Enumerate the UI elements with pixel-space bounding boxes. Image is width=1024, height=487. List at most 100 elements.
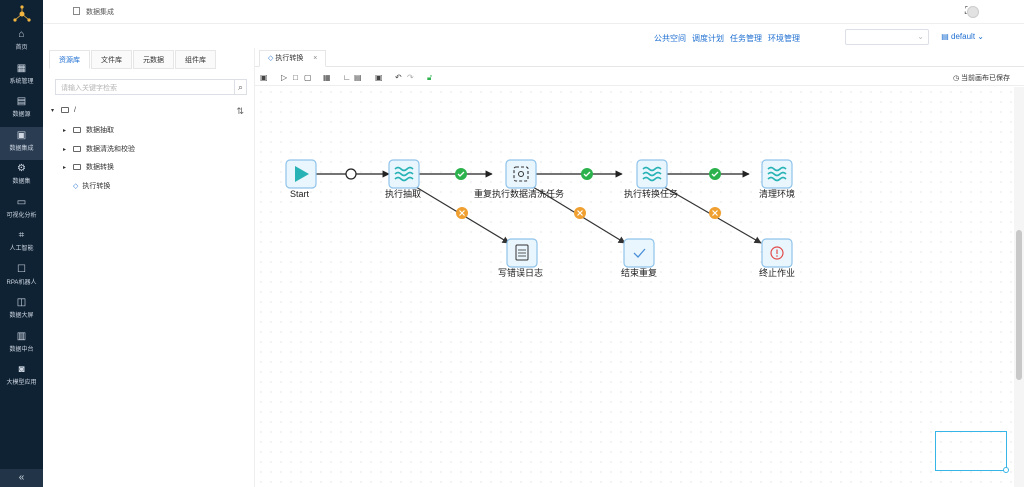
platform-icon: ▥ <box>16 330 27 342</box>
folder-open-icon <box>61 107 69 113</box>
caret-down-icon: ▾ <box>51 108 55 114</box>
nav-item-label: 大模型应用 <box>6 380 37 386</box>
namespace-dropdown[interactable]: ▤ default ⌄ <box>941 32 984 41</box>
nav-item-10[interactable]: ◙ 大模型应用 <box>0 361 43 394</box>
tree-item[interactable]: ▸数据清洗和校验 <box>63 144 135 157</box>
search-input[interactable]: 请输入关键字检索 <box>55 79 235 95</box>
chevron-down-icon: ⌄ <box>917 32 924 41</box>
failure-badge <box>574 207 586 219</box>
minimap[interactable] <box>935 431 1007 471</box>
robot-icon: ☐ <box>17 263 26 275</box>
node-clean[interactable]: 清理环境 <box>759 159 795 199</box>
save-status-text: 当前画布已保存 <box>961 75 1010 82</box>
tree-item[interactable]: ◇执行转换 <box>63 181 110 194</box>
job-icon: ◇ <box>73 182 79 190</box>
nav-item-label: 数据大屏 <box>9 313 34 319</box>
node-repeat[interactable]: 重复执行数据清洗任务 <box>474 159 564 199</box>
breadcrumb: 数据集成 <box>73 7 114 17</box>
environment-select[interactable]: ⌄ <box>845 29 929 45</box>
chevron-down-icon: ⌄ <box>977 32 984 41</box>
success-badge <box>709 168 721 180</box>
close-icon[interactable]: × <box>313 55 318 62</box>
node-end-repeat[interactable]: 结束重复 <box>621 238 657 278</box>
canvas-toolbar: ▣ ▷ □ ▢ ▦ ∟ ▤ ▣ ↶ ↷ 🔓︎ <box>255 70 1024 86</box>
nav-item-1[interactable]: ▦系统管理 <box>0 60 43 93</box>
user-avatar[interactable] <box>967 6 979 18</box>
nav-collapse-button[interactable]: « <box>0 469 43 487</box>
document-icon <box>73 7 80 15</box>
tree-item[interactable]: ▸数据抽取 <box>63 125 114 138</box>
job-icon: ◇ <box>268 55 274 62</box>
log-icon <box>515 244 529 261</box>
scrollbar-thumb[interactable] <box>1016 230 1022 380</box>
breadcrumb-label: 数据集成 <box>86 9 114 16</box>
node-start[interactable]: Start <box>285 159 317 199</box>
screen-icon: ◫ <box>16 297 27 308</box>
align-icon[interactable]: ∟ <box>343 73 351 82</box>
success-badge <box>455 168 467 180</box>
nav-item-label: 数据源 <box>12 112 31 118</box>
dataset-icon: ⚙ <box>17 163 26 174</box>
ai-icon: ⌗ <box>18 230 25 241</box>
panel-tab-2[interactable]: 元数据 <box>133 50 174 69</box>
tab-canvas[interactable]: ◇ 执行转换 × <box>259 50 327 67</box>
node-clean-label: 清理环境 <box>759 188 795 199</box>
nav-item-9[interactable]: ▥数据中台 <box>0 328 43 361</box>
calendar-icon: ▤ <box>941 32 949 41</box>
tree-item-label: 执行转换 <box>82 182 111 190</box>
success-badge <box>581 168 593 180</box>
database-icon: ▤ <box>16 96 27 107</box>
grid-icon[interactable]: ▦ <box>323 73 331 82</box>
layout-icon[interactable]: ▤ <box>354 73 362 82</box>
model-icon: ◙ <box>18 364 25 375</box>
quick-link-2[interactable]: 任务管理 <box>730 34 762 43</box>
nav-item-0[interactable]: ⌂首页 <box>0 26 43 59</box>
redo-icon[interactable]: ↷ <box>407 73 414 82</box>
nav-item-6[interactable]: ⌗ 人工智能 <box>0 227 43 260</box>
tree-item-label: 数据转换 <box>86 164 114 171</box>
tree-item-label: 数据抽取 <box>86 127 114 134</box>
nav-item-3[interactable]: ▣数据集成 <box>0 126 43 160</box>
quick-links: 公共空间调度计划任务管理环境管理 <box>648 33 800 44</box>
nav-item-4[interactable]: ⚙数据集 <box>0 160 43 193</box>
save-icon[interactable]: ▣ <box>260 73 268 82</box>
nav-item-7[interactable]: ☐ RPA机器人 <box>0 261 43 294</box>
top-header: 数据集成 ⛶ <box>43 0 1024 24</box>
folder-icon <box>73 127 81 133</box>
canvas-tabs: ◇ 执行转换 × <box>255 48 1024 67</box>
run-icon[interactable]: ▷ <box>281 73 288 82</box>
panel-tab-0[interactable]: 资源库 <box>49 50 90 69</box>
nav-item-5[interactable]: ▭可视化分析 <box>0 194 43 227</box>
tree-item[interactable]: ▸数据转换 <box>63 162 114 175</box>
node-abort[interactable]: 终止作业 <box>759 238 795 278</box>
preview-icon[interactable]: ▢ <box>304 73 312 82</box>
lock-icon[interactable]: 🔓︎ <box>427 73 433 82</box>
stop-icon[interactable]: □ <box>293 73 298 82</box>
nav-item-label: 人工智能 <box>9 246 34 252</box>
nav-item-label: 系统管理 <box>9 78 34 85</box>
nav-item-8[interactable]: ◫ 数据大屏 <box>0 294 43 327</box>
quick-link-0[interactable]: 公共空间 <box>654 34 686 43</box>
undo-icon[interactable]: ↶ <box>395 73 402 82</box>
image-icon[interactable]: ▣ <box>375 73 383 82</box>
quick-link-3[interactable]: 环境管理 <box>768 34 800 43</box>
node-log-label: 写错误日志 <box>498 267 543 278</box>
tree-root[interactable]: ▾/ <box>51 107 76 120</box>
sort-icon[interactable]: ⇅ <box>236 106 244 116</box>
panel-tab-3[interactable]: 组件库 <box>175 50 216 69</box>
save-status: ◷ 当前画布已保存 <box>953 73 1010 83</box>
node-extract[interactable]: 执行抽取 <box>385 159 421 199</box>
node-extract-label: 执行抽取 <box>385 188 421 199</box>
check-icon <box>633 248 646 258</box>
node-log[interactable]: 写错误日志 <box>498 238 543 278</box>
nav-item-2[interactable]: ▤ 数据源 <box>0 93 43 126</box>
quick-link-1[interactable]: 调度计划 <box>692 34 724 43</box>
design-canvas[interactable] <box>256 87 1014 487</box>
node-transform[interactable]: 执行转换任务 <box>624 159 678 199</box>
transform-icon <box>642 166 662 182</box>
nav-item-label: 首页 <box>15 45 28 51</box>
minimap-resize-handle[interactable] <box>1003 467 1009 473</box>
search-icon[interactable]: ⌕ <box>234 79 247 95</box>
panel-tab-1[interactable]: 文件库 <box>91 50 132 69</box>
nav-item-label: RPA机器人 <box>6 279 37 286</box>
